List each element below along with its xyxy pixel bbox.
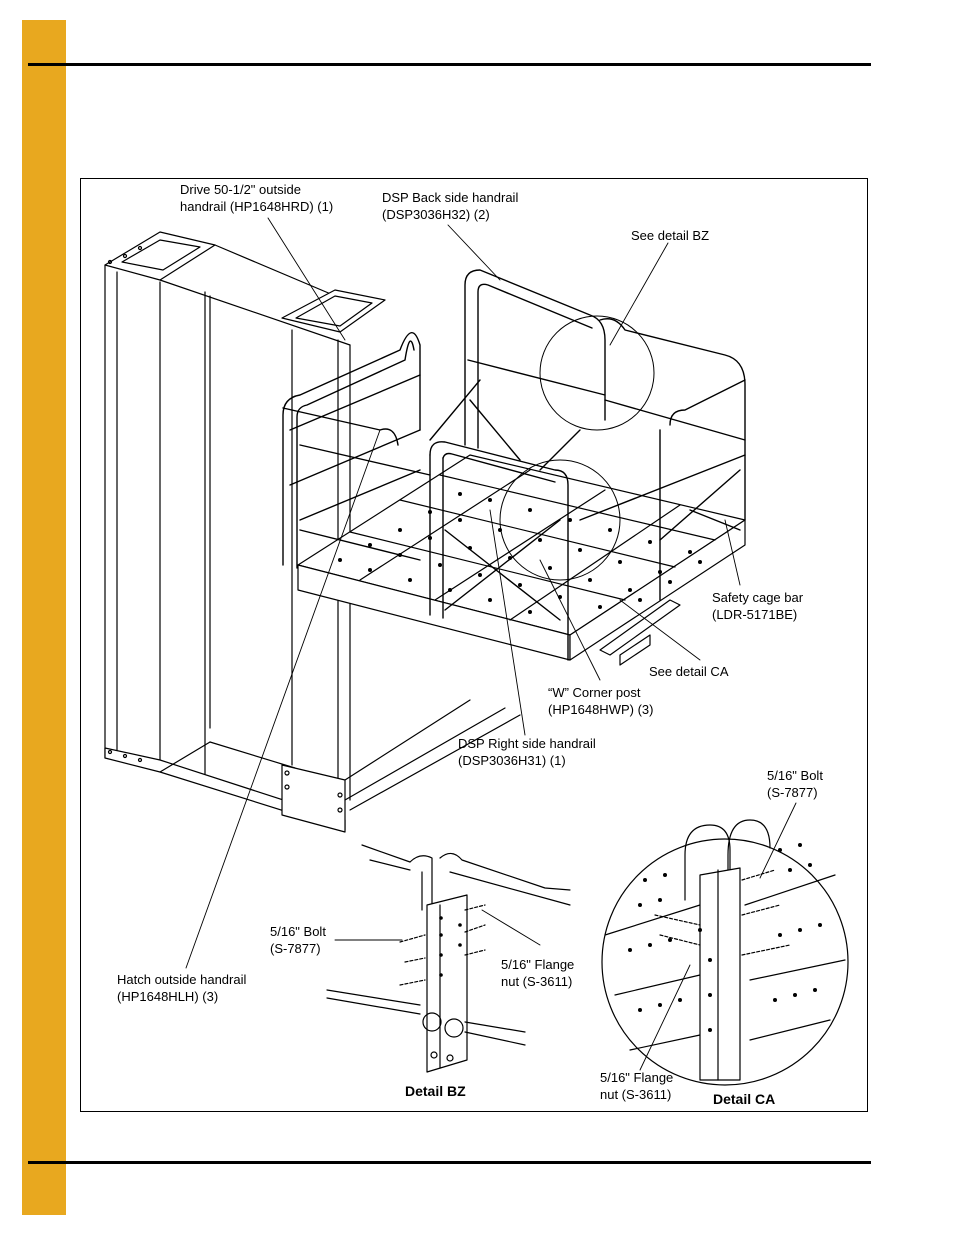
detail-bz-bolt-line2: (S-7877) bbox=[270, 941, 321, 956]
callout-corner-post: “W” Corner post (HP1648HWP) (3) bbox=[548, 684, 653, 718]
callout-hatch-rail-line1: Hatch outside handrail bbox=[117, 972, 247, 987]
detail-ca-drawing bbox=[601, 802, 849, 1086]
callout-hatch-rail: Hatch outside handrail (HP1648HLH) (3) bbox=[117, 971, 246, 1005]
callout-corner-post-line2: (HP1648HWP) (3) bbox=[548, 702, 654, 717]
callout-right-rail-line2: (DSP3036H31) (1) bbox=[458, 753, 566, 768]
detail-bz-nut-label: 5/16" Flange nut (S-3611) bbox=[501, 956, 574, 990]
platform-deck bbox=[297, 454, 746, 666]
detail-ca-bolt-line2: (S-7877) bbox=[767, 785, 818, 800]
callout-back-rail-line1: DSP Back side handrail bbox=[382, 190, 519, 205]
detail-bz-title: Detail BZ bbox=[405, 1083, 466, 1099]
detail-bz-nut-line1: 5/16" Flange bbox=[501, 957, 575, 972]
figure-frame bbox=[80, 178, 868, 1112]
callout-cage-bar: Safety cage bar (LDR-5171BE) bbox=[712, 589, 803, 623]
detail-ca-nut-label: 5/16" Flange nut (S-3611) bbox=[600, 1069, 673, 1103]
detail-ca-nut-line2: nut (S-3611) bbox=[600, 1087, 672, 1102]
hopper-column bbox=[104, 231, 521, 833]
detail-bz-drawing bbox=[326, 844, 571, 1073]
callout-back-rail-line2: (DSP3036H32) (2) bbox=[382, 207, 490, 222]
accent-side-strip bbox=[22, 20, 66, 1215]
detail-bz-bolt-line1: 5/16" Bolt bbox=[270, 924, 326, 939]
callout-hatch-rail-line2: (HP1648HLH) (3) bbox=[117, 989, 219, 1004]
callout-back-rail: DSP Back side handrail (DSP3036H32) (2) bbox=[382, 189, 518, 223]
callout-drive-rail: Drive 50-1/2" outside handrail (HP1648HR… bbox=[180, 181, 333, 215]
header-rule bbox=[28, 63, 871, 66]
callout-right-rail-line1: DSP Right side handrail bbox=[458, 736, 596, 751]
callout-see-detail-bz: See detail BZ bbox=[631, 228, 710, 243]
detail-ca-bolt-label: 5/16" Bolt (S-7877) bbox=[767, 767, 823, 801]
callout-drive-rail-line2: handrail (HP1648HRD) (1) bbox=[180, 199, 334, 214]
footer-rule bbox=[28, 1161, 871, 1164]
callout-cage-bar-line2: (LDR-5171BE) bbox=[712, 607, 798, 622]
detail-bz-nut-line2: nut (S-3611) bbox=[501, 974, 573, 989]
detail-ca-nut-line1: 5/16" Flange bbox=[600, 1070, 674, 1085]
callout-see-detail-ca: See detail CA bbox=[649, 664, 729, 679]
detail-ca-title: Detail CA bbox=[713, 1091, 776, 1107]
leader-lines bbox=[185, 217, 741, 969]
callout-corner-post-line1: “W” Corner post bbox=[548, 685, 641, 700]
handrails bbox=[282, 269, 746, 661]
callout-right-rail: DSP Right side handrail (DSP3036H31) (1) bbox=[458, 735, 596, 769]
detail-ca-bolt-line1: 5/16" Bolt bbox=[767, 768, 823, 783]
detail-bz-bolt-label: 5/16" Bolt (S-7877) bbox=[270, 923, 326, 957]
callout-cage-bar-line1: Safety cage bar bbox=[712, 590, 804, 605]
callout-drive-rail-line1: Drive 50-1/2" outside bbox=[180, 182, 301, 197]
